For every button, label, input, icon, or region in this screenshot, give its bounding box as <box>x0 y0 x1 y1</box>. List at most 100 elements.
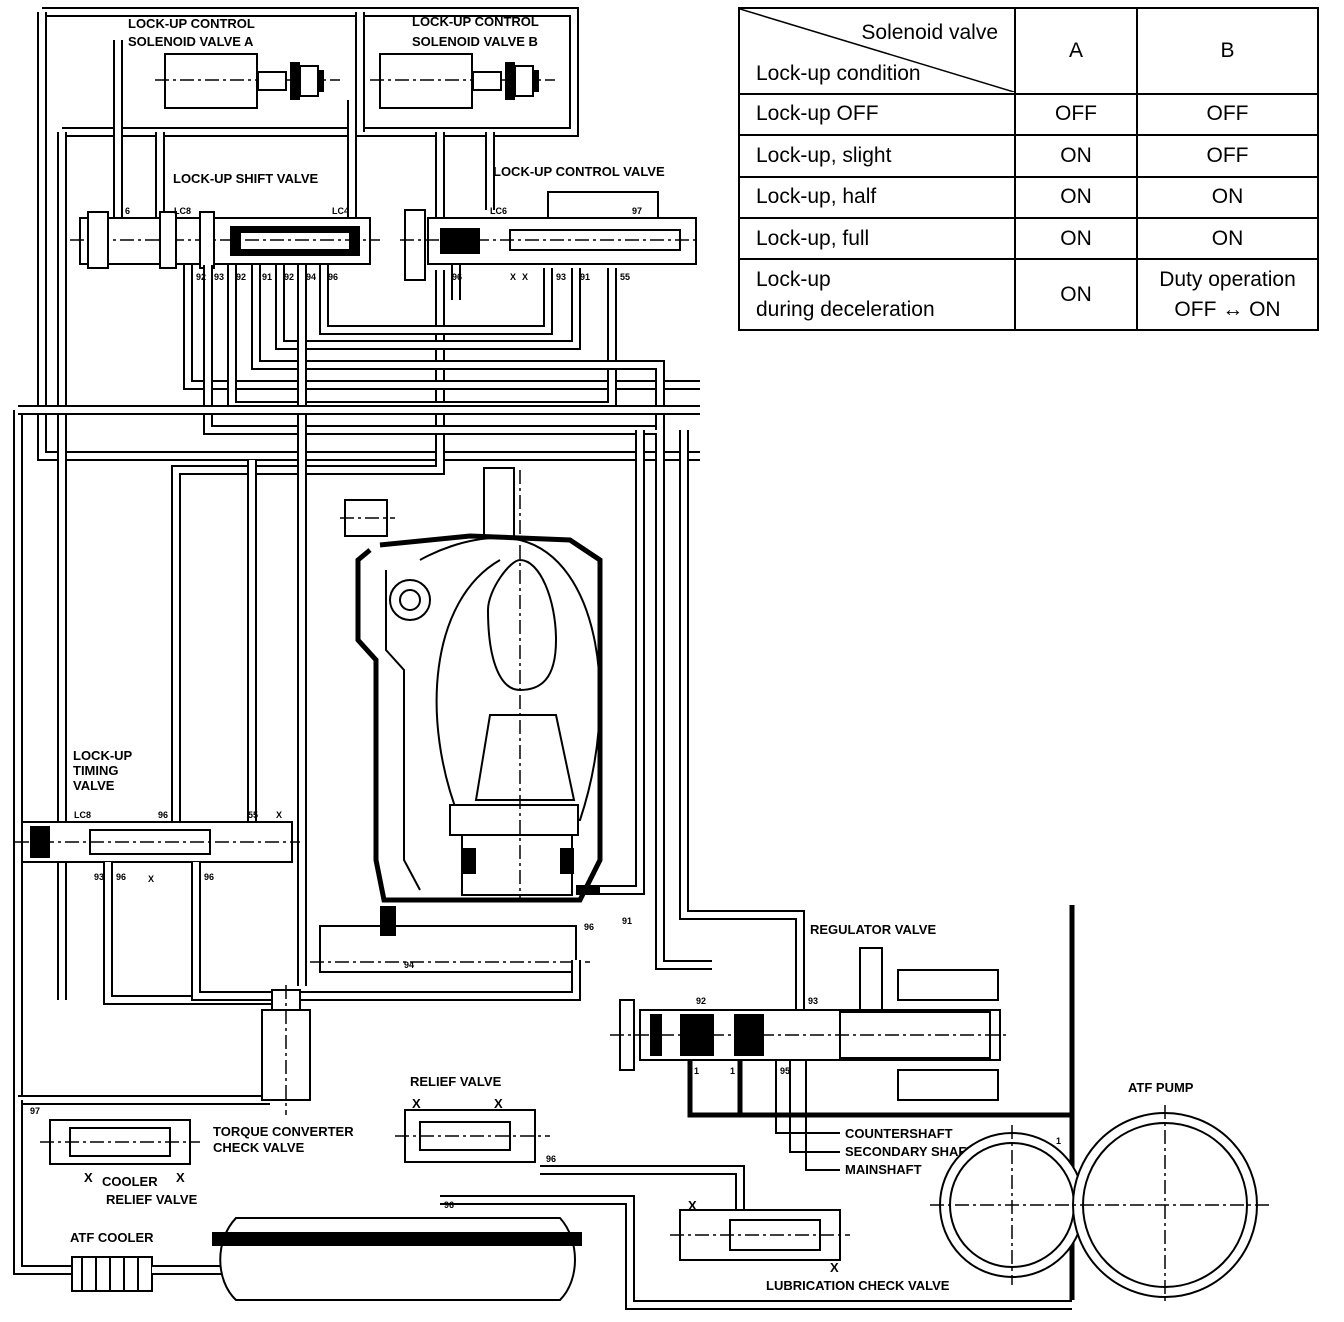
torque-converter <box>310 467 603 973</box>
port-label: 93 <box>556 272 566 282</box>
atf-cooler <box>71 1256 153 1292</box>
port-label: X <box>84 1170 93 1185</box>
countershaft-label: COUNTERSHAFT <box>845 1126 953 1141</box>
header-col-a: A <box>1014 7 1138 95</box>
table-header-corner: Solenoid valve Lock-up condition <box>738 7 1016 95</box>
port-label: 91 <box>580 272 590 282</box>
timing-label-3: VALVE <box>73 778 115 793</box>
header-lockup-condition: Lock-up condition <box>756 62 921 86</box>
port-label: 96 <box>204 872 214 882</box>
cell-condition: Lock-up OFF <box>738 92 1016 137</box>
oil-reservoir <box>212 1217 582 1301</box>
regulator-valve <box>610 947 1010 1101</box>
cell-b: ON <box>1136 216 1319 261</box>
port-label: X <box>830 1260 839 1275</box>
cell-a: ON <box>1014 216 1138 261</box>
control-valve-label: LOCK-UP CONTROL VALVE <box>493 164 665 179</box>
port-label: 55 <box>248 810 258 820</box>
timing-label-1: LOCK-UP <box>73 748 133 763</box>
lube-check-label: LUBRICATION CHECK VALVE <box>766 1278 950 1293</box>
tc-check-label-2: CHECK VALVE <box>213 1140 305 1155</box>
port-label: 97 <box>30 1106 40 1116</box>
port-label: LC8 <box>74 810 91 820</box>
regulator-label: REGULATOR VALVE <box>810 922 936 937</box>
sol-a-label-2: SOLENOID VALVE A <box>128 34 254 49</box>
cell-condition: Lock-up, full <box>738 216 1016 261</box>
tc-check-valve <box>261 985 311 1115</box>
cell-condition: Lock-up, slight <box>738 134 1016 178</box>
lockup-timing-valve <box>15 821 300 863</box>
table-row: Lock-up, half ON ON <box>738 175 1319 219</box>
port-label: 96 <box>584 922 594 932</box>
lower-left-lines <box>13 862 581 1275</box>
port-label: X <box>688 1198 697 1213</box>
port-label: X <box>148 874 154 884</box>
header-col-b: B <box>1136 7 1319 95</box>
port-label: 92 <box>284 272 294 282</box>
port-label: 92 <box>196 272 206 282</box>
port-label: 96 <box>116 872 126 882</box>
tc-check-label-1: TORQUE CONVERTER <box>213 1124 354 1139</box>
port-label: 94 <box>306 272 316 282</box>
port-label: 96 <box>444 1200 454 1210</box>
secondary-shaft-label: SECONDARY SHAFT <box>845 1144 974 1159</box>
sol-a-label-1: LOCK-UP CONTROL <box>128 16 255 31</box>
port-label: 93 <box>808 996 818 1006</box>
port-label: X <box>494 1096 503 1111</box>
cooler-relief-label-1: COOLER <box>102 1174 158 1189</box>
solenoid-valve-a <box>155 53 340 109</box>
cell-condition: Lock-up during deceleration <box>738 258 1016 331</box>
relief-label: RELIEF VALVE <box>410 1074 502 1089</box>
port-label: 93 <box>214 272 224 282</box>
port-label: 97 <box>632 206 642 216</box>
cell-a: ON <box>1014 175 1138 219</box>
shift-valve-label: LOCK-UP SHIFT VALVE <box>173 171 319 186</box>
solenoid-valve-b <box>370 53 555 109</box>
port-labels: 6 LC8 LC4 92 93 92 91 92 94 96 LC6 97 96… <box>30 206 1061 1275</box>
port-label: X <box>412 1096 421 1111</box>
port-label: 96 <box>158 810 168 820</box>
port-label: 91 <box>622 916 632 926</box>
port-label: 95 <box>780 1066 790 1076</box>
port-label: 94 <box>404 960 414 970</box>
port-label: 91 <box>262 272 272 282</box>
port-label: 96 <box>328 272 338 282</box>
port-label: LC4 <box>332 206 349 216</box>
header-solenoid-valve: Solenoid valve <box>861 21 998 45</box>
lockup-shift-valve <box>70 211 380 269</box>
port-label: X <box>510 272 516 282</box>
port-label: 55 <box>620 272 630 282</box>
port-label: LC8 <box>174 206 191 216</box>
lubrication-check-valve <box>670 1209 850 1261</box>
atf-pump-label: ATF PUMP <box>1128 1080 1194 1095</box>
table-row: Lock-up, slight ON OFF <box>738 134 1319 178</box>
port-label: X <box>276 810 282 820</box>
pump-feed-lines <box>440 905 1075 1310</box>
cooler-relief-valve <box>40 1119 200 1165</box>
lockup-condition-table: Solenoid valve Lock-up condition A B Loc… <box>738 7 1319 331</box>
relief-valve <box>395 1109 550 1163</box>
port-label: 1 <box>694 1066 699 1076</box>
port-label: X <box>176 1170 185 1185</box>
port-label: 6 <box>125 206 130 216</box>
sol-b-label-1: LOCK-UP CONTROL <box>412 14 539 29</box>
port-label: 92 <box>696 996 706 1006</box>
port-label: 1 <box>1056 1136 1061 1146</box>
cell-b: Duty operation OFF ↔ ON <box>1136 258 1319 331</box>
cell-condition: Lock-up, half <box>738 175 1016 219</box>
table-row: Lock-up OFF OFF OFF <box>738 92 1319 137</box>
cell-a: OFF <box>1014 92 1138 137</box>
cell-a: ON <box>1014 258 1138 331</box>
port-label: 1 <box>730 1066 735 1076</box>
port-label: 96 <box>452 272 462 282</box>
table-row: Lock-up during deceleration ON Duty oper… <box>738 258 1319 331</box>
atf-cooler-label: ATF COOLER <box>70 1230 154 1245</box>
port-label: 92 <box>236 272 246 282</box>
port-label: X <box>522 272 528 282</box>
sol-b-label-2: SOLENOID VALVE B <box>412 34 538 49</box>
upper-valve-body-frame <box>37 7 700 461</box>
mainshaft-label: MAINSHAFT <box>845 1162 922 1177</box>
port-label: 96 <box>546 1154 556 1164</box>
cell-b: OFF <box>1136 134 1319 178</box>
